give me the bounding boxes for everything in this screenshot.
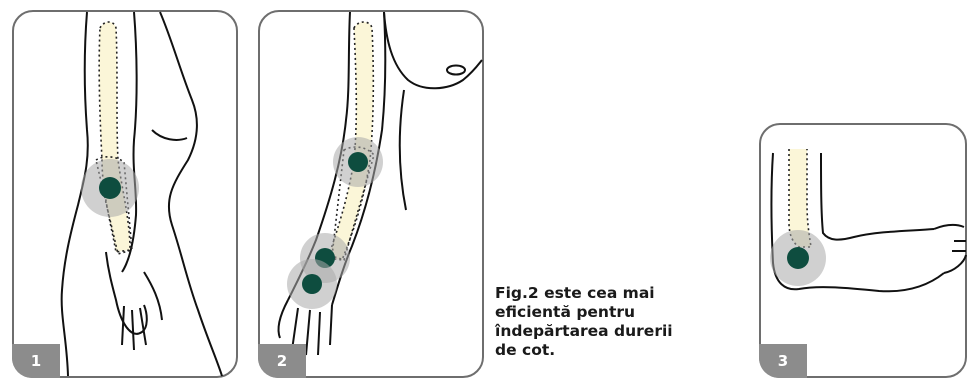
panel-1: 1 xyxy=(12,10,238,378)
panel-number-badge: 1 xyxy=(12,344,60,378)
caption-line: îndepărtarea durerii xyxy=(495,322,725,341)
bent-elbow-illustration xyxy=(759,123,967,378)
caption-line: de cot. xyxy=(495,341,725,360)
figure-caption: Fig.2 este cea mai eficientă pentru înde… xyxy=(495,284,725,360)
caption-line: eficientă pentru xyxy=(495,303,725,322)
arm-front-illustration xyxy=(12,10,238,378)
panel-number-badge: 2 xyxy=(258,344,306,378)
caption-line: Fig.2 este cea mai xyxy=(495,284,725,303)
arm-side-illustration xyxy=(258,10,484,378)
panel-3: 3 xyxy=(759,123,967,378)
panel-2: 2 xyxy=(258,10,484,378)
panel-number-badge: 3 xyxy=(759,344,807,378)
